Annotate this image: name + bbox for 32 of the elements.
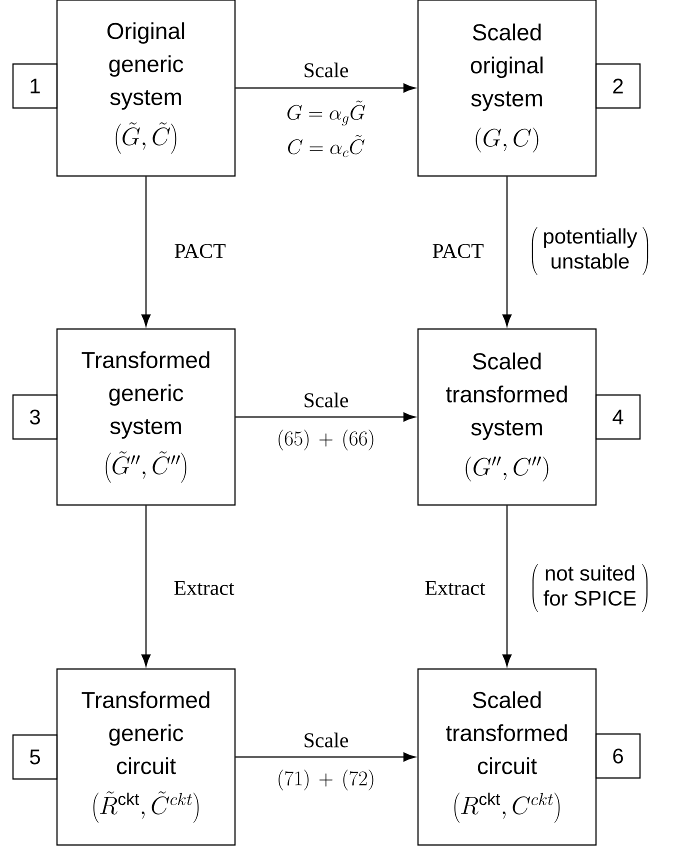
formula-label: $C=\alpha_c\tilde{C}$ xyxy=(288,135,364,158)
formula-label: $G=\alpha_g\tilde{G}$ xyxy=(287,100,366,126)
edge-label: Scale xyxy=(302,62,350,78)
process-box: Transformed generic system $\left(\tilde{G}'',\tilde{C}''\right)$ xyxy=(56,328,236,506)
edge-label: PACT xyxy=(173,242,227,260)
arrow xyxy=(502,176,512,326)
edge-label: PACT xyxy=(431,242,485,260)
process-box: Scaled transformed system $(G'',C'')$ xyxy=(417,328,597,506)
number-box: 2 xyxy=(595,63,641,109)
number-box: 3 xyxy=(12,394,58,440)
number-box: 5 xyxy=(12,734,58,780)
process-box: Original generic system $\left(\tilde{G},\tilde{C}\right)$ xyxy=(56,0,236,177)
arrow xyxy=(236,412,416,422)
formula-label: $(71)\,+\,(72)$ xyxy=(278,770,374,790)
formula-label: $\left(\begin{array}{c}\mathrm{potentially}\\ \mathrm{unstable}\end{array}\right)$ xyxy=(532,227,648,275)
process-box: Scaled original system $(G,C)$ xyxy=(417,0,597,177)
number-box: 1 xyxy=(12,63,58,109)
edge-label: Scale xyxy=(302,392,350,408)
number-box: 4 xyxy=(595,394,641,440)
arrow xyxy=(141,506,151,666)
arrow xyxy=(236,83,416,93)
number-box: 6 xyxy=(595,733,641,779)
process-box: Transformed generic circuit $\left(\tilde{R}^{\mathrm{ckt}},\tilde{C}^{ckt}\right)$ xyxy=(56,668,236,846)
formula-label: $\left(\begin{array}{c}\mathrm{not\ suited}\\ \mathrm{for\ SPICE}\end{array}\right)$ xyxy=(532,564,648,612)
arrow xyxy=(141,176,151,326)
edge-label: Extract xyxy=(172,580,236,596)
arrow xyxy=(502,506,512,666)
process-box: Scaled transformed circuit $\left(R^{\mathrm{ckt}},C^{ckt}\right)$ xyxy=(417,668,597,846)
edge-label: Extract xyxy=(424,580,486,596)
edge-label: Scale xyxy=(302,732,350,748)
formula-label: $(65)\,+\,(66)$ xyxy=(278,430,374,450)
arrow xyxy=(236,752,416,762)
